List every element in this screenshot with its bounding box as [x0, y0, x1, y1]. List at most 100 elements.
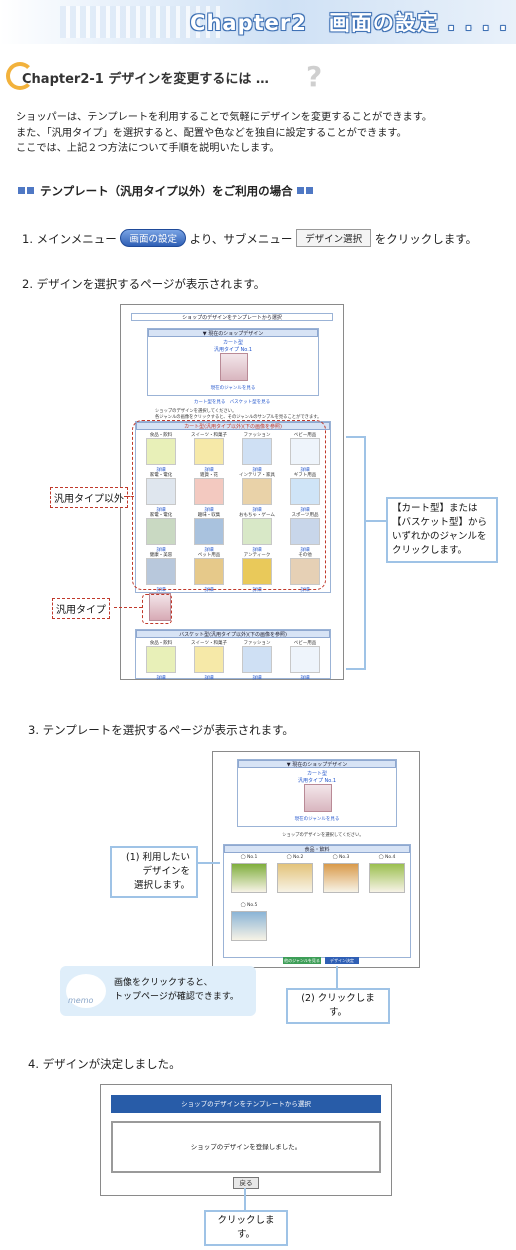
- step-text: デザインを選択するページが表示されます。: [36, 277, 266, 291]
- genre-detail-link[interactable]: 詳細: [300, 548, 310, 553]
- current-design-thumbnail[interactable]: [304, 784, 332, 812]
- genre-cell[interactable]: スポーツ用品詳細: [286, 512, 324, 553]
- basket-bar: バスケット型(汎用タイプ以外)(下の画像を参照): [136, 630, 330, 638]
- current-design-type[interactable]: 汎用タイプ No.1: [297, 778, 337, 784]
- genre-thumbnail[interactable]: [290, 646, 320, 673]
- current-design-type[interactable]: 汎用タイプ No.1: [213, 347, 253, 353]
- genre-thumbnail[interactable]: [242, 558, 272, 585]
- genre-thumbnail[interactable]: [146, 518, 176, 545]
- current-genre-link[interactable]: 現在のジャンルを見る: [210, 386, 256, 391]
- genre-thumbnail[interactable]: [242, 518, 272, 545]
- select-note: 各ジャンルの画像をクリックすると、そのジャンルのサンプルを見ることができます。: [155, 414, 322, 420]
- genre-detail-link[interactable]: 詳細: [300, 508, 310, 513]
- genre-detail-link[interactable]: 詳細: [252, 508, 262, 513]
- genre-cell[interactable]: スイーツ・和菓子詳細: [190, 432, 228, 473]
- tab-cart[interactable]: カート型を見る: [193, 400, 226, 405]
- genre-thumbnail[interactable]: [194, 558, 224, 585]
- genre-detail-link[interactable]: 詳細: [204, 548, 214, 553]
- genre-label: インテリア・家具: [239, 473, 275, 478]
- radio-button[interactable]: ◯ No.4: [378, 855, 396, 860]
- genre-cell[interactable]: 食品・飲料詳細: [142, 432, 180, 473]
- template-option[interactable]: ◯ No.4: [366, 855, 408, 899]
- current-genre-link[interactable]: 現在のジャンルを見る: [294, 817, 340, 822]
- genre-cell[interactable]: ペット用品詳細: [190, 552, 228, 593]
- template-option[interactable]: ◯ No.1: [228, 855, 270, 899]
- genre-detail-link[interactable]: 詳細: [156, 588, 166, 593]
- genre-cell[interactable]: インテリア・家具詳細: [238, 472, 276, 513]
- template-thumbnail[interactable]: [231, 863, 267, 893]
- menu-button-screen-settings[interactable]: 画面の設定: [120, 229, 186, 247]
- genre-detail-link[interactable]: 詳細: [252, 468, 262, 473]
- memo-tag: memo: [68, 996, 94, 1005]
- genre-detail-link[interactable]: 詳細: [204, 588, 214, 593]
- genre-thumbnail[interactable]: [146, 478, 176, 505]
- genre-cell[interactable]: ベビー用品詳細: [286, 640, 324, 681]
- general-type-thumbnail[interactable]: [149, 593, 171, 621]
- genre-detail-link[interactable]: 詳細: [204, 508, 214, 513]
- tab-basket[interactable]: バスケット型を見る: [229, 400, 271, 405]
- genre-cell[interactable]: ファッション詳細: [238, 432, 276, 473]
- genre-detail-link[interactable]: 詳細: [156, 508, 166, 513]
- genre-thumbnail[interactable]: [242, 646, 272, 673]
- template-option[interactable]: ◯ No.5: [228, 903, 270, 947]
- genre-thumbnail[interactable]: [290, 518, 320, 545]
- genre-thumbnail[interactable]: [146, 438, 176, 465]
- template-thumbnail[interactable]: [323, 863, 359, 893]
- current-design-name[interactable]: カート型: [306, 771, 327, 777]
- template-thumbnail[interactable]: [369, 863, 405, 893]
- genre-detail-link[interactable]: 詳細: [252, 548, 262, 553]
- genre-thumbnail[interactable]: [194, 438, 224, 465]
- genre-thumbnail[interactable]: [194, 518, 224, 545]
- genre-thumbnail[interactable]: [194, 478, 224, 505]
- genre-cell[interactable]: 食品・飲料詳細: [142, 640, 180, 681]
- current-design-name[interactable]: カート型: [222, 340, 243, 346]
- genre-cell[interactable]: ギフト用品詳細: [286, 472, 324, 513]
- genre-thumbnail[interactable]: [242, 478, 272, 505]
- genre-detail-link[interactable]: 詳細: [156, 468, 166, 473]
- genre-thumbnail[interactable]: [194, 646, 224, 673]
- screenshot-complete: ショップのデザインをテンプレートから選択 ショップのデザインを登録しました。 戻…: [100, 1084, 392, 1196]
- genre-detail-link[interactable]: 詳細: [156, 548, 166, 553]
- design-submit-button[interactable]: デザイン決定: [325, 957, 359, 964]
- genre-detail-link[interactable]: 詳細: [252, 588, 262, 593]
- genre-detail-link[interactable]: 詳細: [252, 676, 262, 681]
- genre-thumbnail[interactable]: [242, 438, 272, 465]
- genre-cell[interactable]: ファッション詳細: [238, 640, 276, 681]
- genre-cell[interactable]: 雑貨・花詳細: [190, 472, 228, 513]
- genre-cell[interactable]: おもちゃ・ゲーム詳細: [238, 512, 276, 553]
- genre-label: ファッション: [243, 641, 271, 646]
- genre-cell[interactable]: 健康・美容詳細: [142, 552, 180, 593]
- genre-thumbnail[interactable]: [290, 438, 320, 465]
- other-genre-button[interactable]: 他のジャンルを見る: [283, 957, 321, 964]
- genre-thumbnail[interactable]: [290, 558, 320, 585]
- genre-detail-link[interactable]: 詳細: [300, 468, 310, 473]
- genre-cell[interactable]: アンティーク詳細: [238, 552, 276, 593]
- template-thumbnail[interactable]: [231, 911, 267, 941]
- back-button[interactable]: 戻る: [233, 1177, 259, 1189]
- genre-detail-link[interactable]: 詳細: [204, 468, 214, 473]
- genre-thumbnail[interactable]: [146, 646, 176, 673]
- cart-grid-cells: 食品・飲料詳細スイーツ・和菓子詳細ファッション詳細ベビー用品詳細家電・電化詳細雑…: [136, 432, 330, 593]
- radio-button[interactable]: ◯ No.5: [240, 903, 258, 908]
- current-design-thumbnail[interactable]: [220, 353, 248, 381]
- genre-thumbnail[interactable]: [290, 478, 320, 505]
- genre-cell[interactable]: その他詳細: [286, 552, 324, 593]
- template-option[interactable]: ◯ No.3: [320, 855, 362, 899]
- submenu-button-design-select[interactable]: デザイン選択: [296, 229, 372, 247]
- genre-thumbnail[interactable]: [146, 558, 176, 585]
- template-option[interactable]: ◯ No.2: [274, 855, 316, 899]
- genre-cell[interactable]: 家電・電化詳細: [142, 512, 180, 553]
- genre-cell[interactable]: 趣味・収集詳細: [190, 512, 228, 553]
- genre-detail-link[interactable]: 詳細: [300, 676, 310, 681]
- radio-button[interactable]: ◯ No.3: [332, 855, 350, 860]
- question-mark-icon: ?: [306, 60, 323, 93]
- radio-button[interactable]: ◯ No.1: [240, 855, 258, 860]
- genre-detail-link[interactable]: 詳細: [300, 588, 310, 593]
- genre-cell[interactable]: スイーツ・和菓子詳細: [190, 640, 228, 681]
- genre-detail-link[interactable]: 詳細: [156, 676, 166, 681]
- genre-cell[interactable]: 家電・電化詳細: [142, 472, 180, 513]
- radio-button[interactable]: ◯ No.2: [286, 855, 304, 860]
- template-thumbnail[interactable]: [277, 863, 313, 893]
- genre-detail-link[interactable]: 詳細: [204, 676, 214, 681]
- genre-cell[interactable]: ベビー用品詳細: [286, 432, 324, 473]
